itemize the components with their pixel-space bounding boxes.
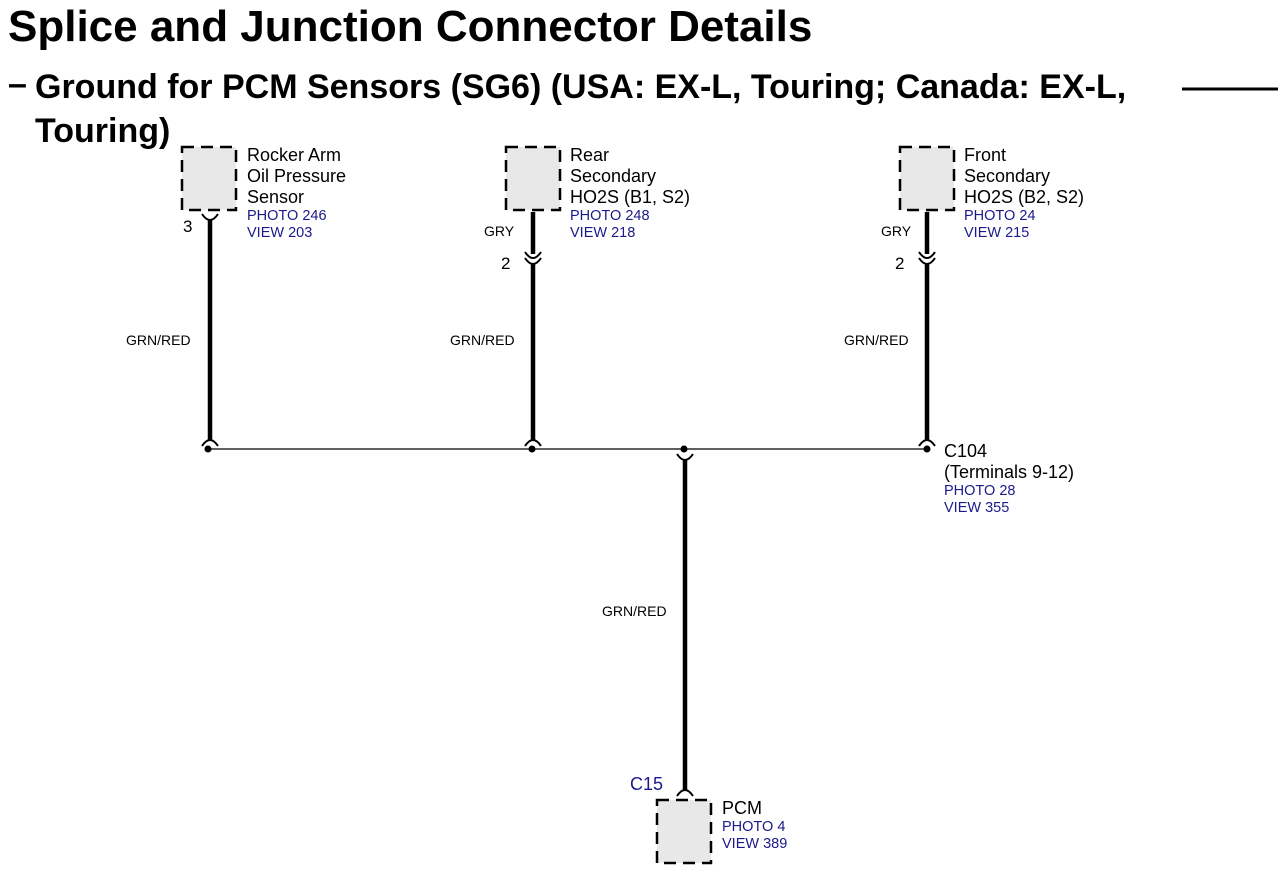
- front-label-line1: Front: [964, 145, 1007, 165]
- junction-dot: [528, 445, 536, 453]
- pcm-c104-terminal-icon: [676, 453, 694, 462]
- rocker-pin-number: 3: [183, 217, 193, 236]
- junction-dot: [923, 445, 931, 453]
- rocker-photo-link[interactable]: PHOTO 246: [247, 208, 327, 224]
- pcm-label: PCM: [722, 798, 762, 818]
- rocker-terminal-icon: [201, 213, 219, 222]
- rear-label-line3: HO2S (B1, S2): [570, 187, 691, 207]
- rocker-label: Rocker Arm Oil Pressure Sensor: [247, 145, 346, 208]
- front-view-link[interactable]: VIEW 215: [964, 224, 1030, 241]
- rocker-arm-sensor-box[interactable]: [180, 145, 238, 212]
- rear-view-link[interactable]: VIEW 218: [570, 224, 636, 241]
- rear-label: Rear Secondary HO2S (B1, S2): [570, 145, 690, 208]
- c104-terminals: (Terminals 9-12): [944, 462, 1075, 482]
- front-wire-color: GRN/RED: [844, 332, 909, 348]
- rear-ho2s-box[interactable]: [504, 145, 562, 212]
- rocker-label-line1: Rocker Arm: [247, 145, 342, 165]
- front-ho2s-box[interactable]: [898, 145, 956, 212]
- rear-photo-link[interactable]: PHOTO 248: [570, 208, 650, 224]
- c104-refs: PHOTO 28 VIEW 355: [944, 483, 1015, 516]
- rear-pin-number: 2: [501, 254, 511, 273]
- c104-photo-link[interactable]: PHOTO 28: [944, 483, 1016, 499]
- rocker-view-link[interactable]: VIEW 203: [247, 224, 313, 241]
- pcm-photo-link[interactable]: PHOTO 4: [722, 819, 786, 835]
- rear-c104-terminal-icon: [524, 438, 542, 447]
- rocker-c104-terminal-icon: [201, 438, 219, 447]
- pcm-refs: PHOTO 4 VIEW 389: [722, 819, 787, 852]
- rear-refs: PHOTO 248 VIEW 218: [570, 208, 650, 241]
- junction-dot: [680, 445, 688, 453]
- front-label-line2: Secondary: [964, 166, 1051, 186]
- section-subtitle: Ground for PCM Sensors (SG6) (USA: EX-L,…: [35, 68, 1127, 150]
- front-refs: PHOTO 24 VIEW 215: [964, 208, 1035, 241]
- front-label-line3: HO2S (B2, S2): [964, 187, 1085, 207]
- pcm-wire-color: GRN/RED: [602, 603, 667, 619]
- front-pin-number: 2: [895, 254, 905, 273]
- rear-gry-label: GRY: [484, 223, 515, 239]
- rocker-wire-color: GRN/RED: [126, 332, 191, 348]
- rear-label-line2: Secondary: [570, 166, 657, 186]
- front-photo-link[interactable]: PHOTO 24: [964, 208, 1036, 224]
- page-title: Splice and Junction Connector Details: [8, 2, 813, 51]
- rear-label-line1: Rear: [570, 145, 610, 165]
- pcm-connector-id[interactable]: C15: [630, 774, 664, 794]
- c104-connector-id: C104: [944, 441, 988, 461]
- pcm-view-link[interactable]: VIEW 389: [722, 835, 788, 852]
- rocker-label-line3: Sensor: [247, 187, 305, 207]
- front-gry-label: GRY: [881, 223, 912, 239]
- rocker-refs: PHOTO 246 VIEW 203: [247, 208, 327, 241]
- pcm-terminal-icon: [676, 788, 694, 797]
- c104-label: C104 (Terminals 9-12): [944, 441, 1074, 483]
- front-c104-terminal-icon: [918, 438, 936, 447]
- subtitle-dash: –: [8, 65, 27, 103]
- rocker-label-line2: Oil Pressure: [247, 166, 347, 186]
- junction-dot: [204, 445, 212, 453]
- pcm-box[interactable]: [655, 798, 713, 865]
- front-label: Front Secondary HO2S (B2, S2): [964, 145, 1084, 208]
- c104-view-link[interactable]: VIEW 355: [944, 499, 1010, 516]
- rear-wire-color: GRN/RED: [450, 332, 515, 348]
